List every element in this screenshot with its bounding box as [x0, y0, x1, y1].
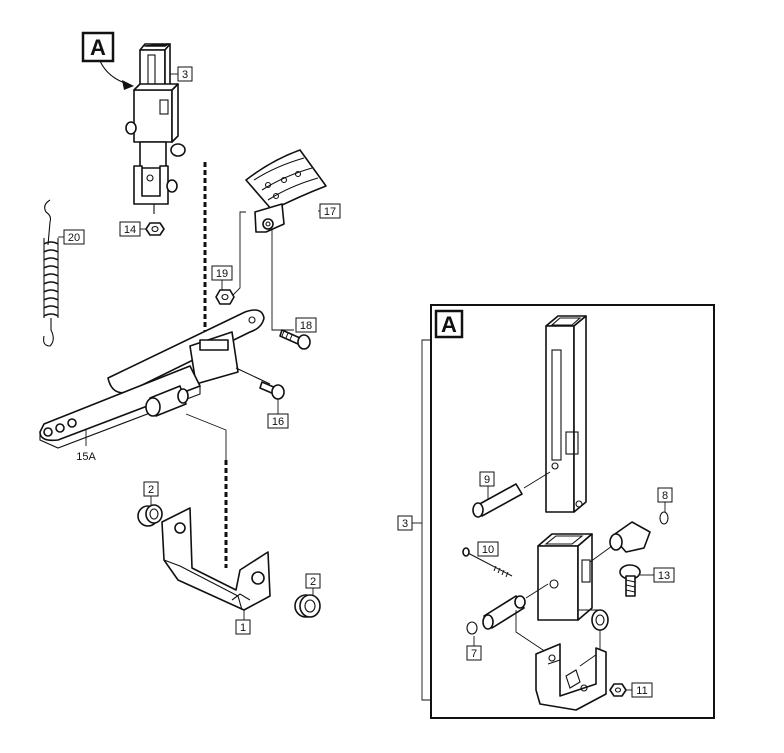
callout-3-main: 3 — [170, 66, 193, 82]
detail-view-a: A 9 8 — [430, 304, 715, 719]
spring-20: 20 — [43, 199, 85, 347]
bracket-1: 1 — [161, 507, 271, 635]
svg-text:19: 19 — [216, 268, 228, 280]
svg-text:3: 3 — [182, 69, 188, 81]
svg-text:17: 17 — [324, 206, 336, 218]
bolt-18: 18 — [279, 317, 317, 350]
svg-text:13: 13 — [658, 570, 670, 582]
inset-title: A — [441, 312, 457, 337]
pedal-17: 17 — [245, 149, 341, 233]
svg-text:20: 20 — [68, 232, 80, 244]
svg-text:18: 18 — [300, 320, 312, 332]
view-a-callout: A — [81, 31, 134, 90]
bushing-2-bottom: 2 — [294, 573, 321, 618]
svg-text:11: 11 — [636, 685, 647, 697]
tube-assembly — [125, 43, 186, 214]
svg-text:10: 10 — [482, 544, 494, 556]
svg-text:1: 1 — [240, 622, 246, 634]
nut-19: 19 — [211, 265, 235, 305]
nut-14: 14 — [119, 221, 165, 237]
bushing-2-top: 2 — [137, 481, 163, 527]
callout-15a: 15A — [76, 451, 96, 463]
bolt-16: 16 — [235, 367, 289, 429]
lever-15a: 15A — [39, 309, 265, 463]
callout-3-inset: 3 — [397, 339, 431, 701]
svg-text:9: 9 — [484, 474, 490, 486]
svg-text:8: 8 — [662, 490, 668, 502]
svg-text:7: 7 — [471, 648, 477, 660]
svg-text:14: 14 — [124, 224, 136, 236]
svg-text:2: 2 — [310, 576, 316, 588]
svg-text:3: 3 — [402, 518, 408, 530]
svg-text:16: 16 — [272, 416, 284, 428]
svg-text:2: 2 — [148, 484, 154, 496]
view-a-label: A — [90, 35, 106, 60]
